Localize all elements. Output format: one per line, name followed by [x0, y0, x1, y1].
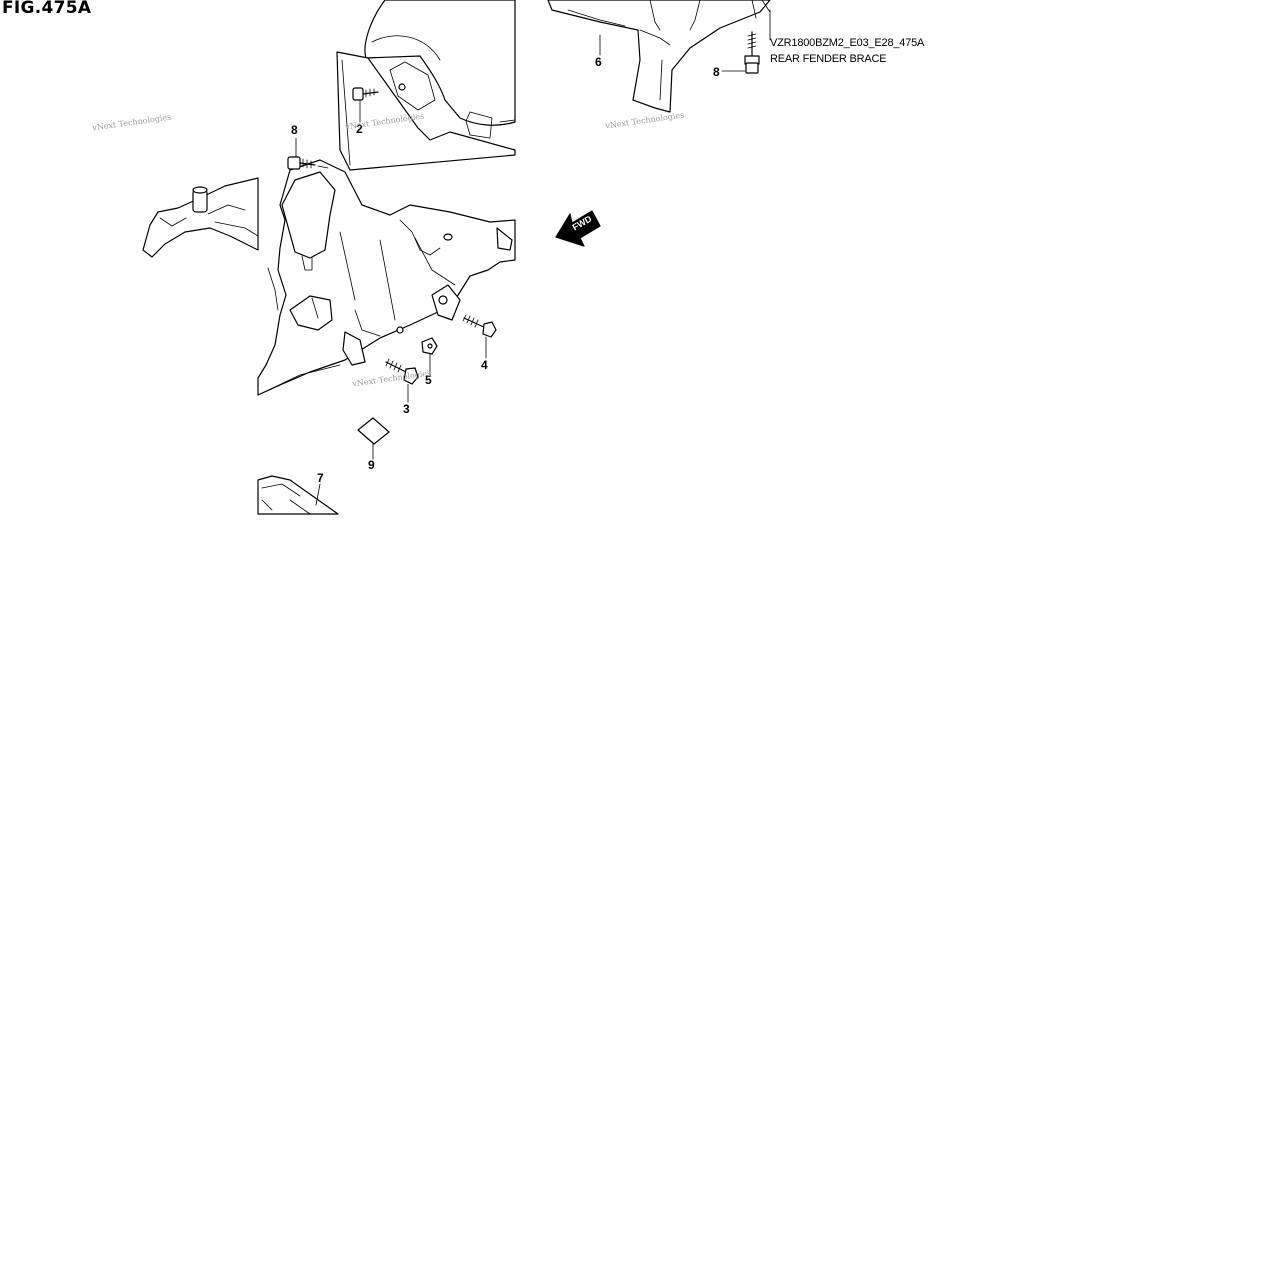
callout-9: 9 — [368, 458, 375, 472]
part-name: REAR FENDER BRACE — [770, 53, 887, 65]
callout-2: 2 — [356, 122, 363, 136]
callout-6: 6 — [595, 55, 602, 69]
bolt-icon — [462, 314, 497, 338]
callout-5: 5 — [425, 373, 432, 387]
figure-code: VZR1800BZM2_E03_E28_475A — [770, 37, 925, 49]
bolt-icon — [744, 31, 760, 74]
callout-4: 4 — [481, 358, 488, 372]
bolt-icon — [287, 156, 329, 170]
callout-8-right: 8 — [713, 65, 720, 79]
leader-lines — [295, 9, 771, 506]
callout-8-left: 8 — [291, 123, 298, 137]
tail-housing-part — [257, 475, 339, 515]
mounting-plate-part — [336, 51, 516, 171]
callout-3: 3 — [403, 402, 410, 416]
rear-fender-brace-part — [257, 159, 516, 396]
nut-icon — [421, 337, 438, 355]
callout-7: 7 — [317, 471, 324, 485]
rear-fender-part — [364, 0, 516, 139]
figure-title: FIG.475A — [2, 0, 92, 18]
fwd-arrow-icon — [555, 210, 601, 247]
bolt-icon — [352, 83, 406, 101]
side-fender-part — [142, 177, 259, 258]
bracket-part — [547, 0, 771, 113]
pad-icon — [357, 417, 390, 445]
bolt-icon — [385, 358, 419, 385]
